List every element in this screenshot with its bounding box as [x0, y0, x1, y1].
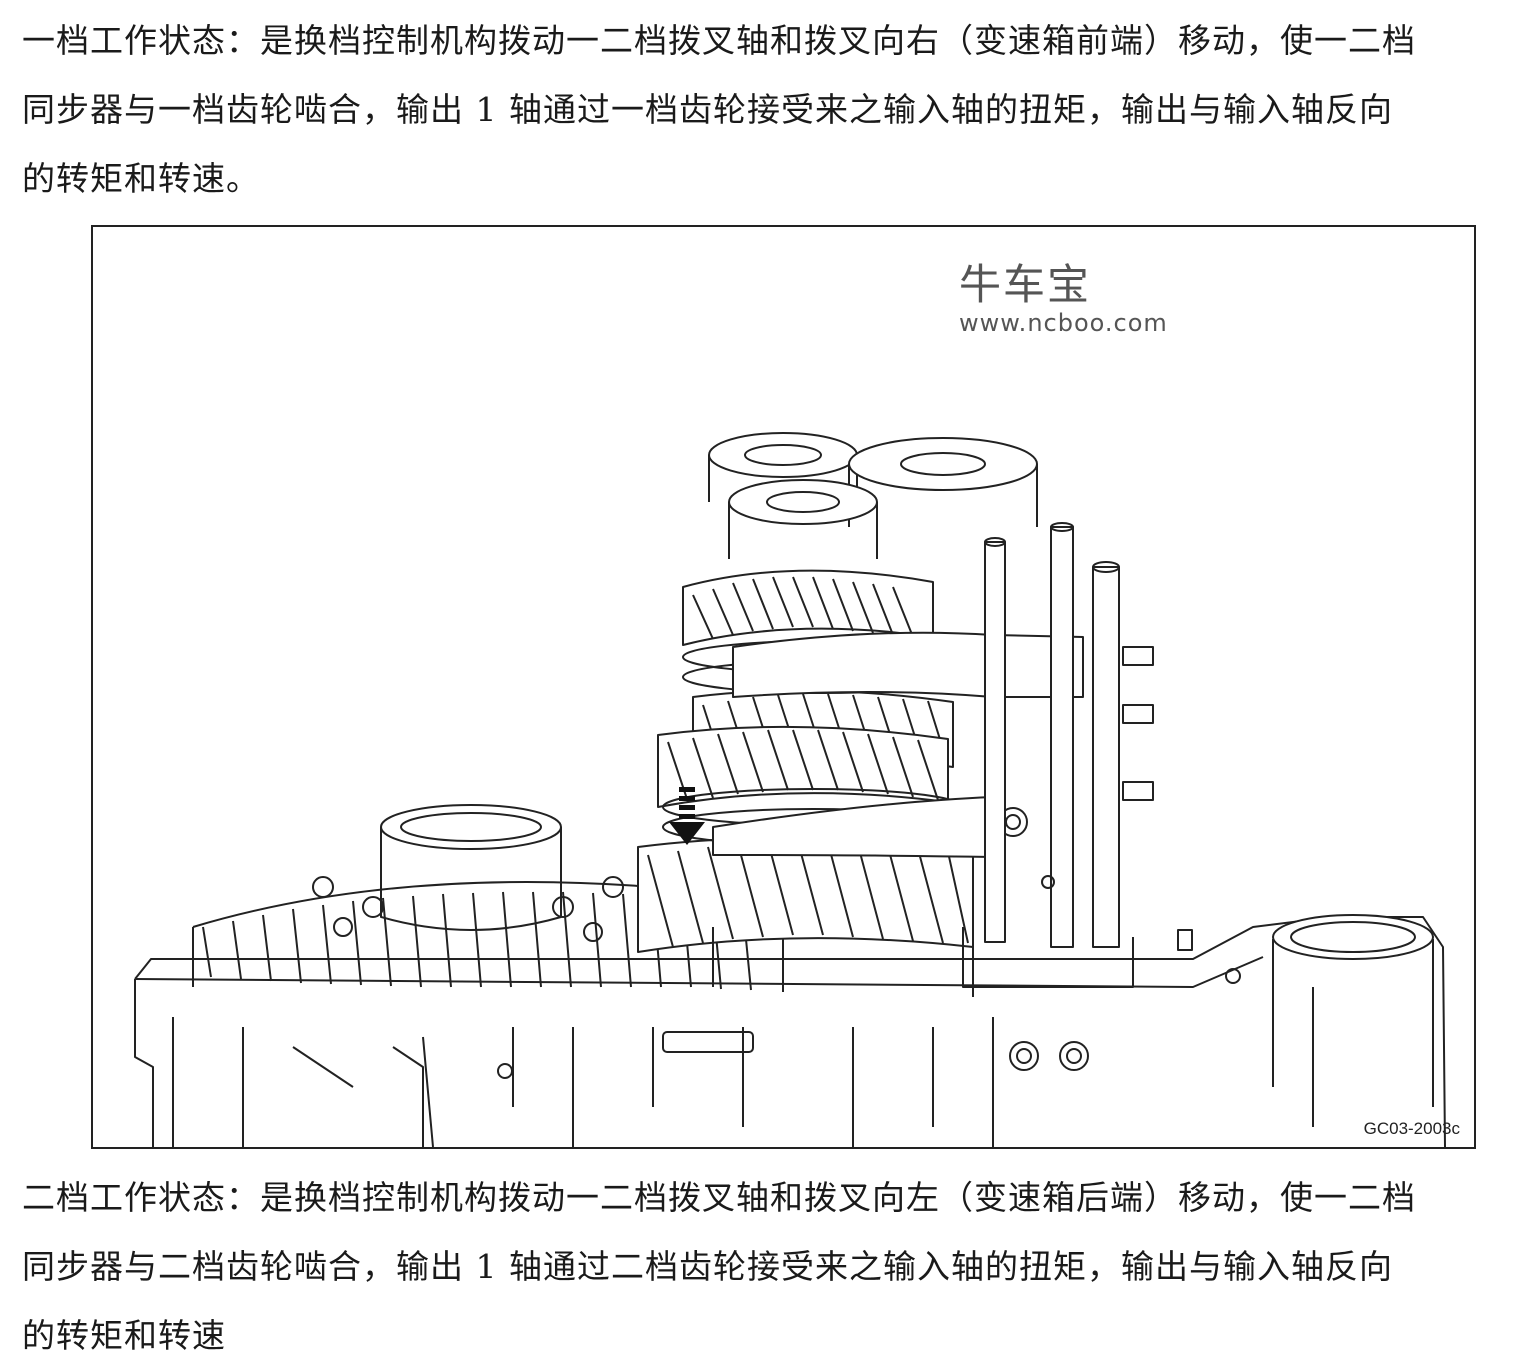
second-gear-description: 二档工作状态：是换档控制机构拨动一二档拨叉轴和拨叉向左（变速箱后端）移动，使一二…: [22, 1178, 1416, 1355]
gearbox-line-drawing: [134, 432, 1446, 1147]
watermark-title: 牛车宝: [959, 260, 1092, 309]
first-gear-description: 一档工作状态：是换档控制机构拨动一二档拨叉轴和拨叉向右（变速箱前端）移动，使一二…: [22, 21, 1416, 198]
shift-direction-arrow: [669, 787, 705, 845]
watermark-url: www.ncboo.com: [959, 309, 1168, 337]
gearbox-figure: 牛车宝 www.ncboo.com GC03-2003c: [91, 225, 1476, 1149]
gear-cluster: [637, 432, 1193, 997]
ring-gear-bolts: [312, 876, 624, 942]
figure-code: GC03-2003c: [1363, 1119, 1460, 1138]
